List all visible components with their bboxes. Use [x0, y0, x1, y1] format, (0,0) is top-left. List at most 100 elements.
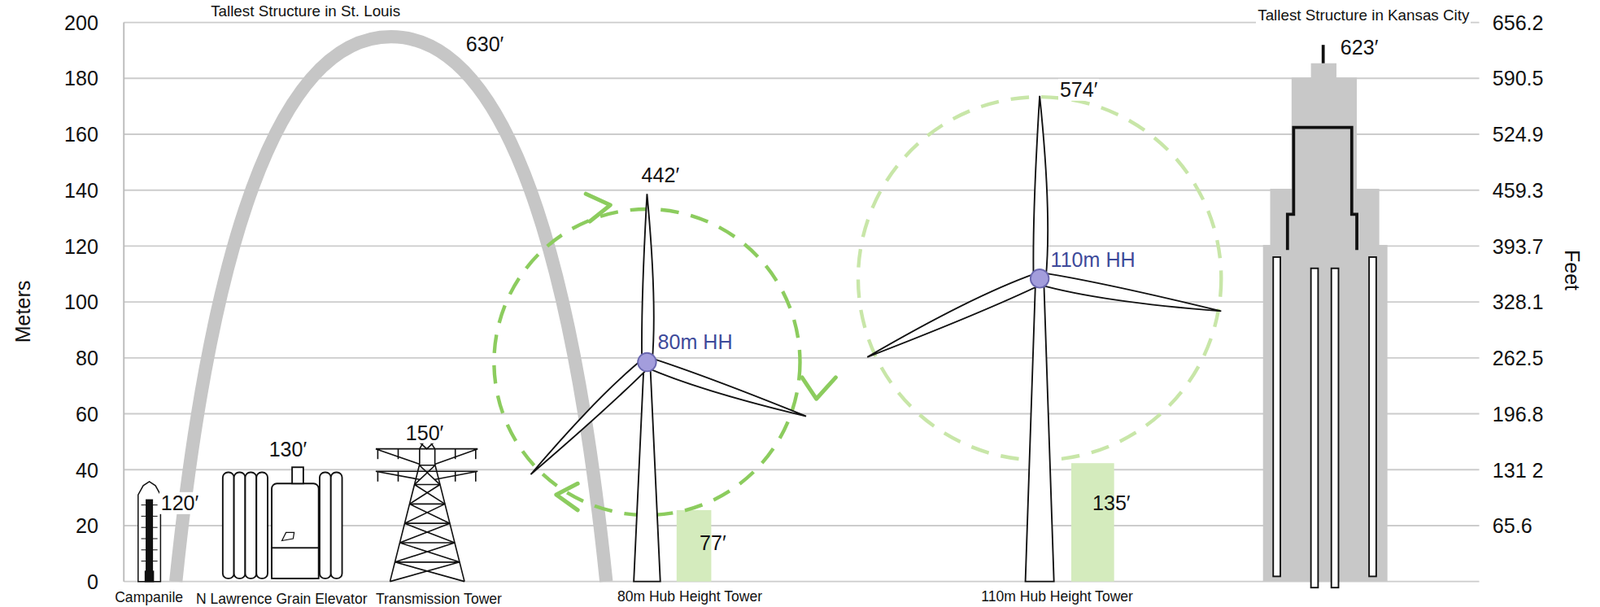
campanile-outline — [138, 481, 162, 582]
grain-elevator — [222, 466, 343, 579]
turbine-blade — [645, 357, 807, 416]
axis-line — [122, 22, 125, 582]
dimension-label: 150′ — [404, 422, 446, 444]
blade-clearance-bar — [1071, 462, 1115, 581]
silo — [234, 472, 246, 579]
dimension-label: 110m HH — [1049, 248, 1138, 270]
insulator — [377, 449, 380, 460]
elevator-base — [271, 547, 319, 579]
insulator — [454, 470, 457, 482]
axis-title: Meters — [11, 278, 33, 345]
silo — [256, 472, 268, 579]
dimension-label: 20 — [74, 514, 101, 537]
building-spire — [1321, 44, 1326, 64]
tower-lattice — [399, 523, 454, 543]
turbine-80m — [493, 193, 807, 581]
kansas-city-building — [1263, 44, 1388, 588]
elevator-cap — [292, 466, 304, 484]
dimension-label: 630′ — [464, 33, 506, 55]
silo — [319, 472, 332, 579]
tower-lattice — [405, 503, 450, 524]
grid — [123, 22, 1479, 582]
building-window-strip — [1311, 268, 1319, 588]
dimension-label: 40 — [74, 458, 101, 480]
campanile-band — [141, 504, 158, 506]
dimension-label: N Lawrence Grain Elevator — [194, 591, 370, 606]
dimension-label: 328.1 — [1491, 291, 1546, 313]
elevator-head — [271, 483, 319, 579]
dimension-label: 623′ — [1338, 36, 1381, 58]
hub — [1030, 269, 1050, 288]
tower-crossarm — [375, 449, 478, 480]
building-silhouette — [1263, 63, 1388, 582]
dimension-label: 442′ — [640, 163, 682, 185]
elevator-detail — [282, 531, 295, 541]
gateway-arch — [175, 36, 606, 582]
dimension-label: 60 — [74, 403, 101, 425]
insulator — [377, 470, 380, 482]
dimension-label: 110m Hub Height Tower — [979, 588, 1135, 603]
dimension-label: 100 — [62, 291, 101, 313]
dimension-label: Transmission Tower — [374, 591, 504, 606]
tower-lattice — [394, 542, 460, 563]
tower-lattice — [389, 562, 465, 582]
turbine-blade — [1038, 272, 1222, 312]
dimension-label: 574′ — [1058, 78, 1100, 101]
campanile-band — [141, 515, 158, 517]
arrowhead — [585, 193, 611, 222]
dimension-label: 131 2 — [1491, 458, 1546, 480]
campanile-band — [141, 527, 158, 528]
turbine-blade — [867, 272, 1042, 357]
dimension-label: 459.3 — [1491, 179, 1546, 201]
insulator — [475, 449, 477, 460]
campanile-band — [141, 549, 158, 550]
building-window-strip — [1368, 257, 1377, 576]
dimension-label: 590.5 — [1491, 67, 1546, 89]
hub — [637, 353, 657, 372]
campanile-band — [141, 537, 158, 539]
tower-lattice — [409, 484, 445, 505]
turbine-blade — [531, 358, 651, 475]
dimension-label: 77′ — [697, 531, 729, 554]
rotation-arrows — [556, 193, 837, 511]
arrowhead — [802, 377, 836, 399]
dimension-label: 0 — [85, 571, 101, 593]
dimension-label: 120 — [62, 235, 101, 257]
dimension-label: 80m Hub Height Tower — [615, 588, 764, 603]
turbine-tower — [1025, 278, 1055, 581]
turbine-tower — [633, 361, 661, 582]
turbine-blade — [1033, 95, 1048, 279]
tower-lattice — [414, 465, 441, 485]
turbine-blade — [641, 193, 654, 362]
dimension-label: Tallest Structure in Kansas City — [1255, 7, 1471, 24]
insulator — [475, 470, 477, 482]
building-outline — [1287, 127, 1357, 250]
dimension-label: 130′ — [267, 438, 310, 460]
campanile — [138, 481, 162, 582]
campanile-shaft — [146, 499, 153, 572]
insulator — [397, 449, 400, 460]
dimension-label: 393.7 — [1491, 235, 1546, 257]
grid-line — [123, 133, 1479, 136]
dimension-label: 80 — [74, 347, 101, 369]
dimension-label: 656.2 — [1491, 11, 1546, 33]
dimension-label: Tallest Structure in St. Louis — [209, 3, 402, 20]
building-window-strip — [1331, 268, 1339, 588]
building-window-strip — [1273, 257, 1281, 576]
dimension-label: 180 — [62, 67, 101, 89]
transmission-tower — [375, 436, 478, 582]
dimension-label: 140 — [62, 179, 101, 201]
silo — [331, 472, 343, 579]
dimension-label: 80m HH — [656, 331, 735, 353]
dimension-label: Campanile — [113, 589, 185, 605]
dimension-label: 524.9 — [1491, 123, 1546, 145]
campanile-door — [145, 571, 154, 582]
dimension-label: 262.5 — [1491, 347, 1546, 369]
dimension-label: 200 — [62, 11, 101, 33]
insulator — [454, 449, 457, 460]
turbine-110m — [858, 95, 1221, 582]
insulator — [397, 470, 400, 482]
arrowhead — [556, 483, 578, 511]
dimension-label: 160 — [62, 123, 101, 145]
